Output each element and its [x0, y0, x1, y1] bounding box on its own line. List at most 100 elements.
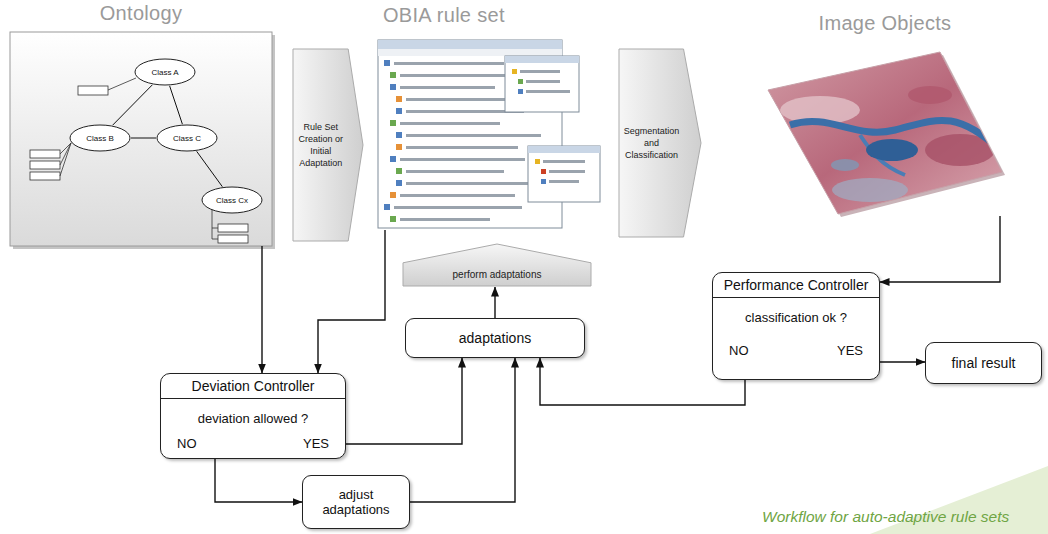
chevron-shape — [293, 49, 363, 241]
rule-set-screenshot — [378, 40, 600, 228]
tree-icon — [390, 120, 396, 126]
class-name: Class B — [86, 134, 114, 143]
attribute-line — [60, 143, 71, 165]
window-titlebar — [378, 40, 562, 49]
tree-icon — [535, 159, 540, 164]
tree-icon — [384, 60, 390, 66]
controller-box: Deviation Controllerdeviation allowed ?N… — [160, 373, 346, 459]
window-toolbar — [378, 49, 562, 56]
lake — [866, 139, 918, 161]
attribute-box — [30, 161, 60, 169]
attribute-box — [78, 86, 108, 95]
chevron-outline — [292, 48, 364, 242]
controller-question: deviation allowed ? — [198, 411, 309, 426]
decision-answer: NO — [177, 436, 197, 451]
ontology-panel: OntologyClass AClass BClass CClass Cx — [10, 32, 272, 246]
connector — [346, 358, 462, 444]
image-patch — [831, 159, 859, 171]
process-chevron: Segmentation and Classification — [618, 48, 702, 238]
attribute-box — [218, 235, 248, 243]
attribute-box — [30, 150, 60, 158]
tree-row — [400, 194, 515, 197]
class-ellipse: Class C — [156, 124, 218, 152]
controller-question: classification ok ? — [745, 310, 847, 325]
box-label: adaptations — [459, 330, 531, 346]
attribute-line — [60, 143, 71, 176]
tree-icon — [390, 192, 396, 198]
figure-caption: Workflow for auto-adaptive rule sets — [762, 508, 1009, 526]
class-ellipse: Class A — [134, 58, 196, 86]
tree-icon — [541, 179, 546, 184]
tree-row — [520, 70, 560, 73]
attribute-line — [108, 78, 136, 90]
tree-row — [400, 218, 490, 221]
image-content — [780, 86, 1000, 202]
image-patch — [908, 86, 952, 104]
box-label: adjust adaptations — [309, 487, 403, 517]
tree-icon — [396, 144, 402, 150]
class-shape — [202, 187, 262, 213]
controller-title: Performance Controller — [724, 277, 869, 293]
window — [528, 146, 600, 202]
connector — [318, 230, 385, 373]
connector — [494, 287, 495, 318]
class-shape — [157, 125, 217, 151]
process-chevron: Rule Set Creation or Initial Adaptation — [292, 48, 364, 242]
tree-icon — [390, 72, 396, 78]
connector — [261, 246, 262, 373]
tree-row — [406, 182, 548, 185]
panel-heading: Image Objects — [765, 12, 1005, 35]
attribute-box — [218, 224, 248, 232]
decision-answer: NO — [729, 343, 749, 358]
tree-row — [406, 170, 504, 173]
class-shape — [70, 125, 130, 151]
ontology-frame — [10, 32, 272, 246]
chevron-shape — [619, 49, 701, 237]
rule-set-panel: OBIA rule set — [375, 38, 600, 230]
connector — [880, 361, 925, 362]
decision-answer: YES — [303, 436, 329, 451]
tree-icons — [384, 60, 402, 222]
tree-icon — [396, 132, 402, 138]
class-name: Class A — [151, 68, 178, 77]
tree-icon — [396, 180, 402, 186]
connector — [113, 85, 153, 125]
tree-icon — [390, 216, 396, 222]
window-titlebar — [505, 56, 579, 63]
process-box: adjust adaptations — [302, 475, 410, 529]
tree-icon — [390, 156, 396, 162]
attribute-lines — [60, 78, 218, 239]
image-tile — [768, 52, 1002, 214]
connector — [170, 86, 183, 124]
attribute-boxes — [30, 86, 248, 243]
chevron-label: Segmentation and Classification — [621, 125, 683, 161]
attribute-box — [30, 172, 60, 180]
chevron-label: perform adaptations — [453, 269, 542, 280]
tree-icon — [396, 108, 402, 114]
connector — [215, 459, 302, 502]
tree-icon — [518, 79, 523, 84]
window — [505, 56, 579, 112]
tree-row — [394, 62, 504, 65]
image-objects-panel: Image Objects — [765, 50, 1005, 216]
panel-heading: Ontology — [10, 2, 272, 25]
tree-icon — [390, 84, 396, 90]
tree-row — [400, 122, 500, 125]
tree-row — [400, 158, 525, 161]
tree-row — [400, 86, 495, 89]
tree-icon — [512, 69, 517, 74]
connector — [410, 358, 515, 502]
connector — [197, 151, 223, 186]
tree-row — [543, 160, 585, 163]
tree-row — [549, 170, 585, 173]
box-label: final result — [952, 355, 1016, 371]
chevron-outline — [618, 48, 702, 238]
tree-icon — [396, 168, 402, 174]
tree-row — [406, 146, 518, 149]
process-chevron: perform adaptations — [402, 243, 592, 287]
controller-box: Performance Controller classification ok … — [712, 272, 880, 380]
tree-row — [526, 90, 570, 93]
connector — [880, 216, 1000, 282]
class-name: Class C — [173, 134, 201, 143]
tree-icon — [396, 96, 402, 102]
